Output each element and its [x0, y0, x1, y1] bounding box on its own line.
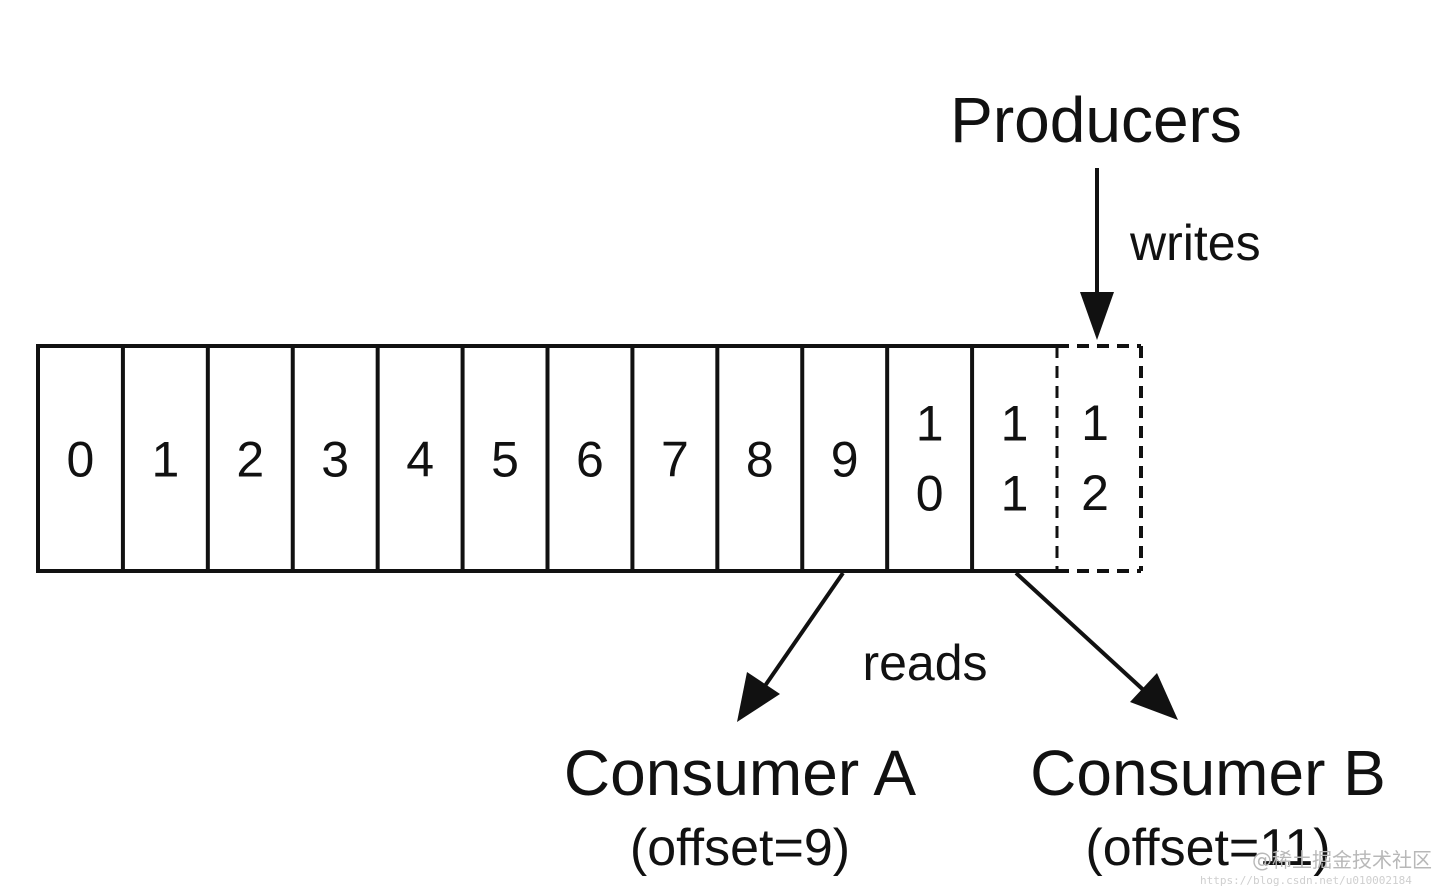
log-cell-1: 1 [151, 432, 179, 488]
reads-arrow-a-line [758, 571, 845, 695]
log-cell-2: 2 [236, 432, 264, 488]
log-cell-4: 4 [406, 432, 434, 488]
pending-cell-digit-2: 2 [1081, 465, 1109, 521]
reads-arrowhead-b [1130, 673, 1178, 720]
log-cell-8: 8 [746, 432, 774, 488]
consumer-b-name: Consumer B [1030, 737, 1386, 809]
log-cell-digit-top: 1 [916, 396, 944, 452]
log-cell-3: 3 [321, 432, 349, 488]
pending-cell-12: 1 2 [1055, 344, 1143, 573]
log-cell-digit-bottom: 1 [1001, 466, 1029, 522]
consumer-a-name: Consumer A [564, 737, 916, 809]
consumer-a-offset: (offset=9) [630, 819, 850, 877]
log-cell-6: 6 [576, 432, 604, 488]
log-cell-9: 9 [831, 432, 859, 488]
log-cell-digit-top: 1 [1001, 396, 1029, 452]
reads-label: reads [862, 635, 987, 691]
producers-label: Producers [950, 84, 1242, 156]
log-cell-digit-bottom: 0 [916, 466, 944, 522]
log-cell-7: 7 [661, 432, 689, 488]
watermark-text: @稀土掘金技术社区 [1252, 848, 1432, 872]
log-cell-5: 5 [491, 432, 519, 488]
pending-cell-digit-1: 1 [1081, 395, 1109, 451]
writes-arrowhead [1080, 292, 1114, 340]
reads-arrow-b-line [1014, 571, 1152, 698]
log-cell-0: 0 [67, 432, 95, 488]
writes-label: writes [1129, 215, 1261, 271]
watermark-url: https://blog.csdn.net/u010002184 [1200, 874, 1412, 887]
consumer-b-offset: (offset=11) [1085, 819, 1330, 877]
reads-arrowhead-a [737, 672, 780, 722]
